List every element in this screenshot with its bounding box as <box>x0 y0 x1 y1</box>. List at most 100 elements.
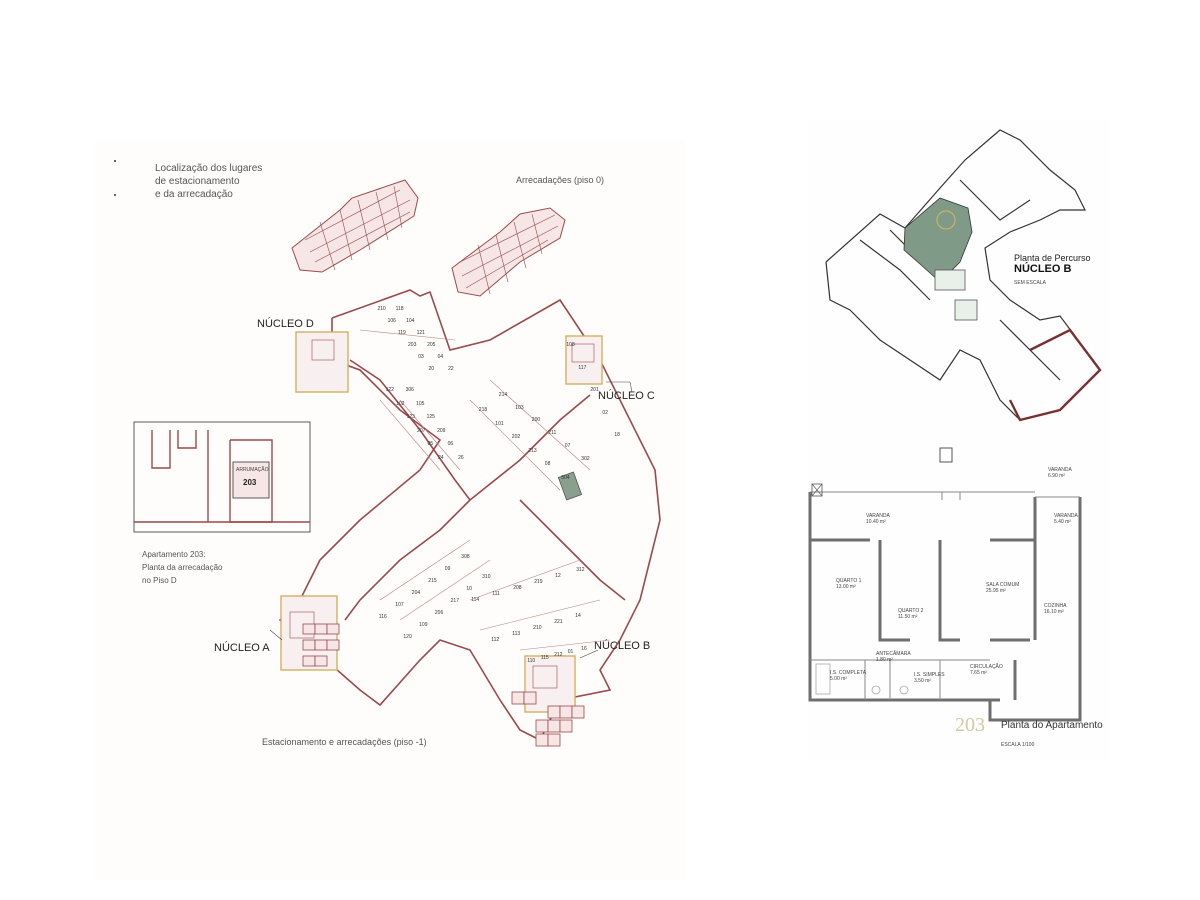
sala-area: 25.95 m² <box>986 588 1006 594</box>
parking-spot-number: 210 <box>533 624 542 631</box>
cozinha-label: COZINHA <box>1044 603 1067 609</box>
parking-spot-number: 115 <box>540 655 549 662</box>
parking-spot-strokes <box>359 329 611 651</box>
parking-spot-number: 125 <box>426 414 435 421</box>
parking-spot-number: 14 <box>575 612 581 619</box>
inset-caption-line: Apartamento 203: <box>142 550 206 559</box>
parking-spot-number: 219 <box>534 578 543 585</box>
varanda-right-area: 5.40 m² <box>1054 519 1071 525</box>
parking-spot-number: 02 <box>602 409 608 416</box>
parking-spot-number: 119 <box>397 330 406 337</box>
parking-spot-number: 121 <box>416 330 425 337</box>
core-d-label: NÚCLEO D <box>257 318 314 330</box>
parking-spot-number: 218 <box>478 407 488 414</box>
parking-spot-number: 01 <box>567 649 574 656</box>
parking-spot-number: 123 <box>406 414 415 421</box>
varanda-top-area: 6.90 m² <box>1048 473 1065 479</box>
parking-spot-number: 110 <box>527 658 536 665</box>
parking-spot-number: 102 <box>396 400 405 407</box>
parking-spot-number: 202 <box>511 434 521 441</box>
parking-spot-number: 204 <box>411 589 421 596</box>
inset-unit-number: 203 <box>243 478 257 487</box>
parking-spot-number: 101 <box>495 420 504 427</box>
quarto2-label: QUARTO 2 <box>898 608 924 614</box>
parking-spot-number: 116 <box>378 613 387 620</box>
quarto2-area: 11.50 m² <box>898 614 918 620</box>
parking-spot-number: 103 <box>515 404 524 411</box>
parking-spot-number: 304 <box>561 474 570 481</box>
core-b-label: NÚCLEO B <box>594 640 651 652</box>
quarto1-label: QUARTO 1 <box>836 578 862 584</box>
parking-spot-number: 308 <box>461 553 470 560</box>
parking-spot-number: 22 <box>448 366 454 373</box>
inset-caption-line: Planta da arrecadação <box>142 563 223 572</box>
parking-spot-number: 312 <box>576 566 585 573</box>
apartment-plan-scale: ESCALA 1/100 <box>1001 742 1035 748</box>
core-c-label: NÚCLEO C <box>598 390 655 402</box>
parking-spot-number: 09 <box>444 565 451 572</box>
parking-spot-number: 113 <box>512 630 521 637</box>
parking-spot-number: 108 <box>566 342 575 348</box>
parking-spot-number: 208 <box>513 584 522 591</box>
parking-spot-number: 210 <box>377 306 386 313</box>
bathtub-icon <box>815 663 831 695</box>
parking-spot-number: 109 <box>419 621 428 628</box>
storage-block-left <box>291 179 419 273</box>
parking-spot-number: 207 <box>417 427 426 434</box>
is-simples-area: 3.50 m² <box>914 678 931 684</box>
parking-spot-number: 205 <box>427 342 436 349</box>
core-boxes <box>280 331 603 713</box>
circulacao-label: CIRCULAÇÃO <box>970 664 1003 670</box>
parking-spot-number: 12 <box>555 572 561 579</box>
parking-spot-number: 10 <box>466 585 472 592</box>
storage-level0-title: Arrecadações (piso 0) <box>516 175 605 185</box>
core-d-box <box>295 331 349 393</box>
parking-spot-number: 18 <box>614 432 620 438</box>
varanda-mid-area: 10.40 m² <box>866 519 886 525</box>
parking-spot-number: 211 <box>548 430 557 437</box>
parking-spot-number: 104 <box>406 318 415 325</box>
parking-spot-number: 20 <box>428 366 434 373</box>
parking-spot-number: 26 <box>458 454 464 461</box>
parking-spot-number: 04 <box>437 354 444 361</box>
apartment-marker-icon <box>936 210 956 230</box>
antecamara-area: 1.80 m² <box>876 657 893 663</box>
is-completa-label: I.S. COMPLETA <box>830 670 867 676</box>
parking-spot-number: 08 <box>544 461 551 468</box>
circulacao-area: 7.65 m² <box>970 670 987 676</box>
parking-spot-number: 06 <box>447 441 454 448</box>
route-plan-title: Planta de Percurso <box>1014 253 1091 263</box>
parking-spot-number: 122 <box>385 387 394 394</box>
parking-spot-number: 213 <box>528 447 537 454</box>
parking-title: Estacionamento e arrecadações (piso -1) <box>262 737 427 747</box>
storage-cells-b <box>511 691 585 747</box>
left-plan-sheet <box>95 140 685 880</box>
location-title-line: e da arrecadação <box>155 189 233 200</box>
bullet-dot <box>114 160 116 162</box>
parking-spot-number: 05 <box>427 441 434 448</box>
parking-spot-number: 120 <box>403 633 412 640</box>
parking-spot-number: 105 <box>416 400 425 407</box>
parking-spot-number: 107 <box>395 601 404 608</box>
toilet-icon <box>871 685 881 695</box>
parking-spot-number: 112 <box>491 636 500 643</box>
parking-spot-number: 212 <box>554 652 563 659</box>
parking-spot-number: 24 <box>438 454 444 461</box>
column-icon <box>939 447 953 463</box>
location-title: Localização dos lugares de estacionament… <box>155 162 262 201</box>
parking-spot-number: 03 <box>418 354 424 361</box>
quarto1-area: 13.00 m² <box>836 584 856 590</box>
location-title-line: Localização dos lugares <box>155 163 263 174</box>
apartment-number: 203 <box>955 714 985 736</box>
parking-spot-number: 215 <box>428 577 437 584</box>
cozinha-area: 16.10 m² <box>1044 609 1064 615</box>
parking-spot-number: 310 <box>482 573 491 580</box>
parking-spot-number: 203 <box>408 342 417 349</box>
route-plan-core: NÚCLEO B <box>1014 263 1072 275</box>
parking-spot-number: 200 <box>531 417 541 424</box>
is-completa-area: 5.00 m² <box>830 676 847 682</box>
inset-caption-line: no Piso D <box>142 576 177 585</box>
varanda-right-label: VARANDA <box>1054 513 1078 519</box>
